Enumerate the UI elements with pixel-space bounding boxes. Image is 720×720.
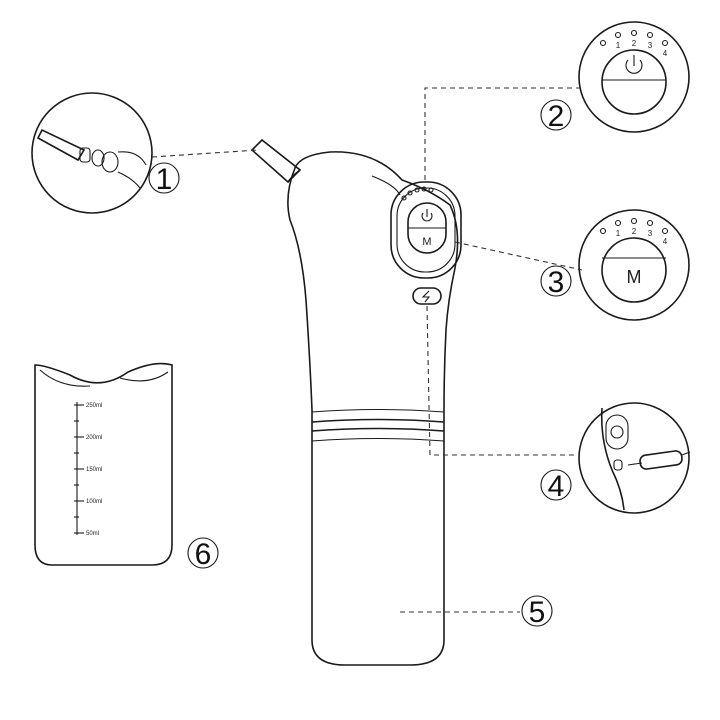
level-label-2: 2 <box>632 39 637 48</box>
detail-charging <box>578 402 691 514</box>
callout-3: 3 <box>548 266 565 299</box>
level-label-2: 2 <box>632 227 637 236</box>
callout-4: 4 <box>548 470 565 503</box>
nasal-aspirator: M <box>250 138 462 666</box>
beaker-scale: 250ml 200ml 150ml 100ml 50ml <box>74 403 102 537</box>
level-label-1: 1 <box>616 41 621 50</box>
beaker-mark: 200ml <box>86 435 102 441</box>
callout-numbers: 1 2 3 4 5 6 <box>148 99 572 629</box>
power-icon <box>421 209 433 222</box>
beaker-mark: 50ml <box>86 531 99 537</box>
level-label-1: 1 <box>616 229 621 238</box>
detail-nozzle <box>31 92 153 214</box>
callout-5: 5 <box>529 596 546 629</box>
panel-mode-label: M <box>422 236 431 248</box>
level-label-4: 4 <box>663 49 668 58</box>
measuring-beaker: 250ml 200ml 150ml 100ml 50ml <box>34 362 173 566</box>
level-label-3: 3 <box>648 229 653 238</box>
level-label-4: 4 <box>663 237 668 246</box>
control-panel: M <box>390 181 462 279</box>
detail-mode-button: 1 2 3 4 M <box>578 209 690 321</box>
callout-6: 6 <box>195 538 212 571</box>
beaker-mark: 100ml <box>86 499 102 505</box>
leader-lines <box>151 87 583 613</box>
power-icon <box>625 55 643 74</box>
charging-port <box>412 287 442 305</box>
beaker-mark: 250ml <box>86 403 102 409</box>
mode-button-label: M <box>627 267 642 287</box>
beaker-mark: 150ml <box>86 467 102 473</box>
detail-power-button: 1 2 3 4 <box>578 21 690 133</box>
lightning-icon <box>421 290 431 303</box>
callout-2: 2 <box>548 100 565 133</box>
level-label-3: 3 <box>648 41 653 50</box>
callout-1: 1 <box>156 163 173 196</box>
